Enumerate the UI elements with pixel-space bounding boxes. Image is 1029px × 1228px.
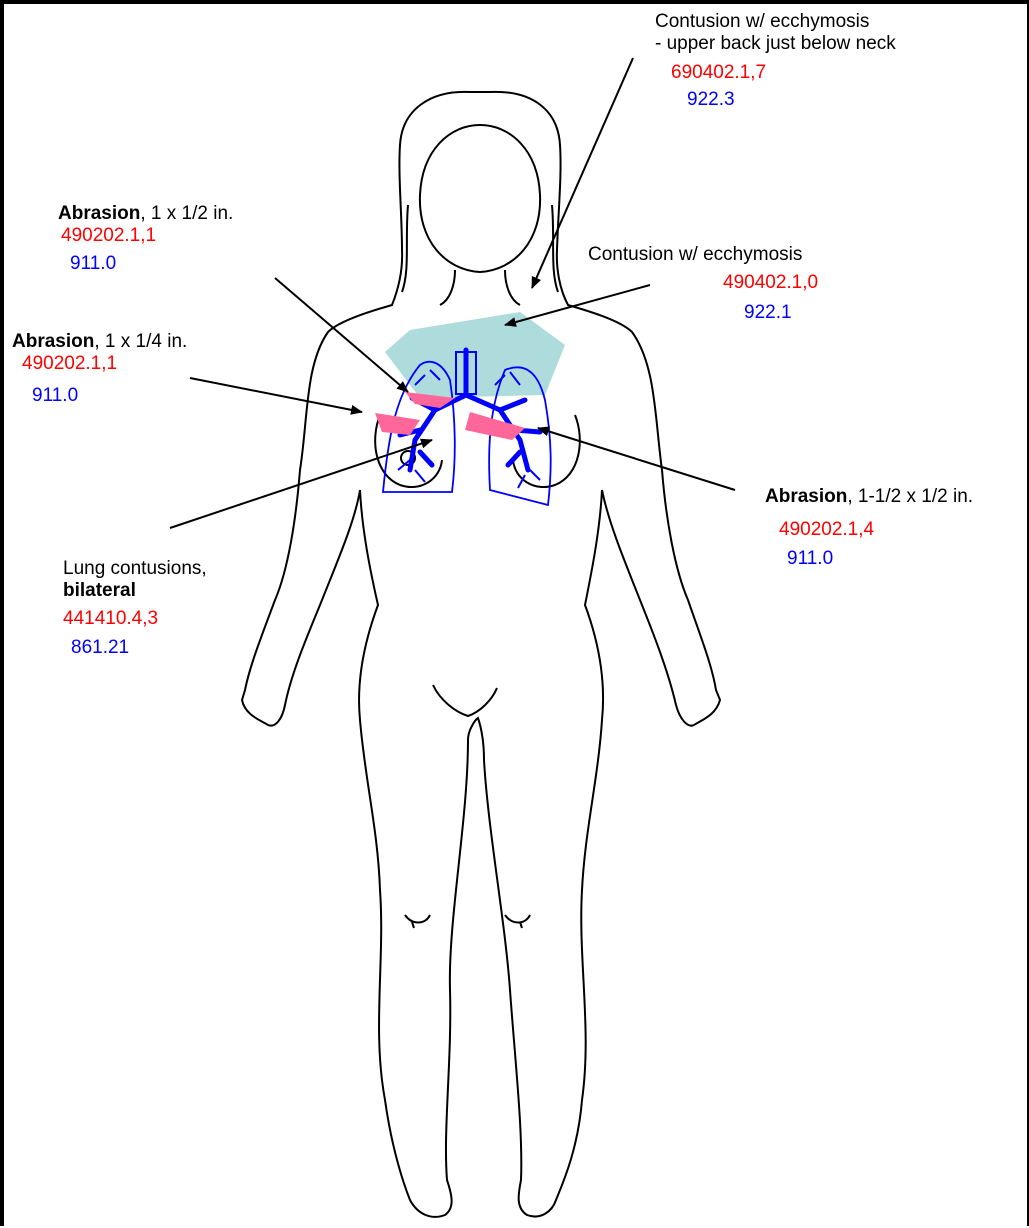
- desc-abrasion-right-bold: Abrasion: [12, 331, 94, 352]
- arrow-abrasion-upper: [275, 278, 408, 392]
- knee-left: [505, 915, 530, 928]
- arrow-abrasion-left-breast: [538, 428, 735, 490]
- label-abrasion-right-breast: Abrasion, 1 x 1/4 in. 490202.1,1 911.0: [12, 331, 187, 407]
- icd-code-chest-contusion: 922.1: [588, 302, 818, 324]
- label-chest-contusion: Contusion w/ ecchymosis 490402.1,0 922.1: [588, 244, 818, 324]
- label-abrasion-left-breast: Abrasion, 1-1/2 x 1/2 in. 490202.1,4 911…: [765, 486, 973, 570]
- desc-abrasion-left-rest: , 1-1/2 x 1/2 in.: [847, 486, 973, 507]
- desc-chest-contusion: Contusion w/ ecchymosis: [588, 244, 818, 266]
- desc-abrasion-upper-bold: Abrasion: [58, 203, 140, 224]
- desc-abrasion-left-bold: Abrasion: [765, 486, 847, 507]
- arrow-lung-contusions: [170, 440, 432, 528]
- ais-code-lung-contusions: 441410.4,3: [63, 608, 207, 630]
- desc-upper-back-1: Contusion w/ ecchymosis: [655, 11, 896, 33]
- label-lung-contusions: Lung contusions, bilateral 441410.4,3 86…: [63, 558, 207, 659]
- ais-code-abrasion-left: 490202.1,4: [765, 519, 973, 541]
- abrasion-left-breast-area: [465, 412, 525, 440]
- desc-lung-contusions-2: bilateral: [63, 580, 207, 602]
- icd-code-upper-back: 922.3: [655, 89, 896, 111]
- label-upper-back-contusion: Contusion w/ ecchymosis - upper back jus…: [655, 11, 896, 111]
- desc-abrasion-right-rest: , 1 x 1/4 in.: [94, 331, 187, 352]
- head-outline: [420, 125, 540, 272]
- ais-code-chest-contusion: 490402.1,0: [588, 272, 818, 294]
- navel: [433, 685, 497, 716]
- ais-code-upper-back: 690402.1,7: [655, 62, 896, 84]
- icd-code-abrasion-left: 911.0: [765, 548, 973, 570]
- neck-outline: [440, 270, 520, 305]
- icd-code-abrasion-right: 911.0: [12, 385, 187, 407]
- icd-code-abrasion-upper: 911.0: [58, 253, 233, 275]
- label-abrasion-upper: Abrasion, 1 x 1/2 in. 490202.1,1 911.0: [58, 203, 233, 275]
- arrow-abrasion-right-breast: [190, 378, 362, 412]
- desc-lung-contusions-1: Lung contusions,: [63, 558, 207, 580]
- hair-outline: [402, 205, 558, 292]
- desc-abrasion-upper-rest: , 1 x 1/2 in.: [140, 203, 233, 224]
- icd-code-lung-contusions: 861.21: [63, 637, 207, 659]
- desc-upper-back-2: - upper back just below neck: [655, 33, 896, 55]
- ais-code-abrasion-upper: 490202.1,1: [58, 225, 233, 247]
- ais-code-abrasion-right: 490202.1,1: [12, 353, 187, 375]
- knee-right: [405, 915, 430, 928]
